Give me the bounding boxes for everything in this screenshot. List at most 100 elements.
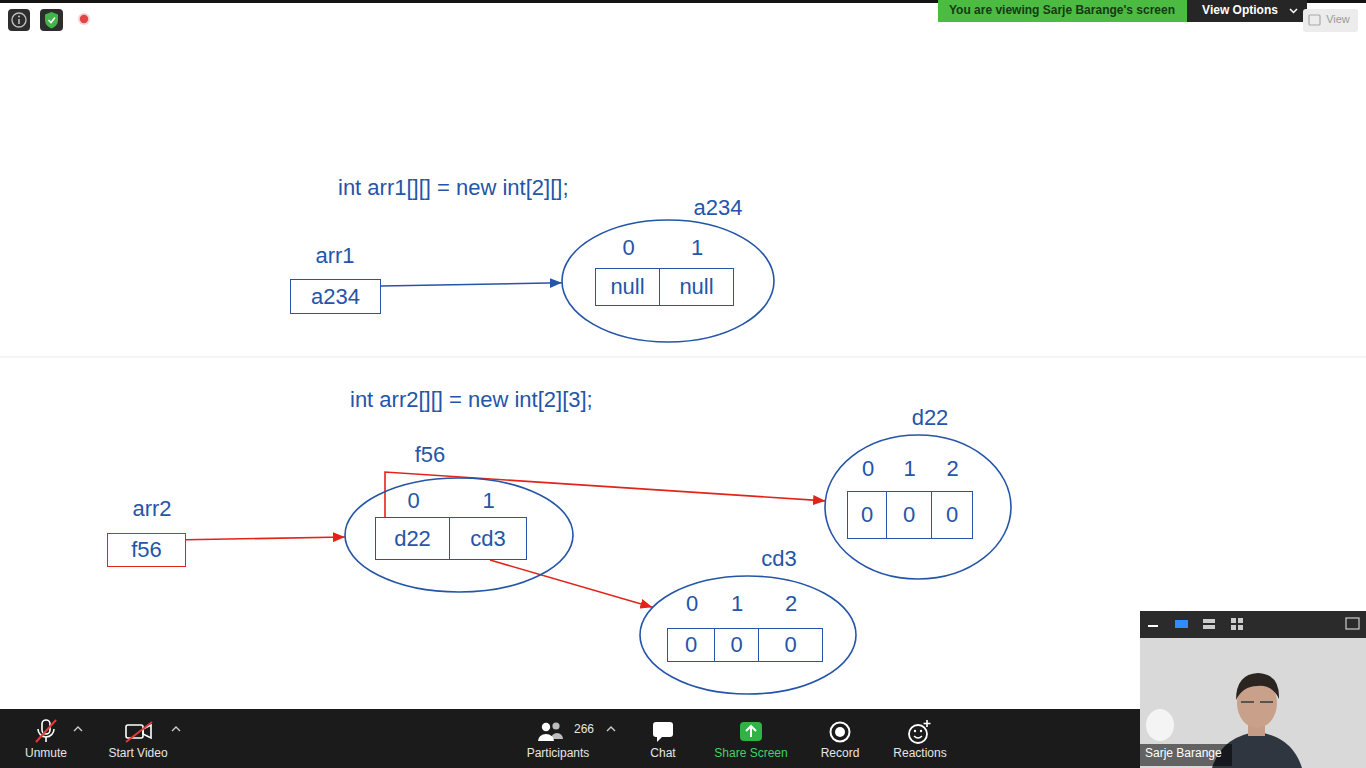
participants-icon-part <box>542 723 550 731</box>
chat-icon <box>653 722 673 742</box>
node-body: null <box>660 269 733 305</box>
address-label: d22 <box>912 405 949 430</box>
array-object: f56d220cd31 <box>344 477 574 593</box>
video-off-icon <box>126 722 180 742</box>
mic-muted-icon <box>36 720 82 742</box>
meeting-toolbar-part <box>0 709 1366 768</box>
info-icon-part <box>18 16 20 18</box>
array-cell: 00 <box>667 628 715 662</box>
video-panel-part <box>1146 709 1174 741</box>
array-object: a234null0null1 <box>561 219 775 343</box>
node-body <box>561 219 775 343</box>
count-badge: 266 <box>574 723 594 737</box>
reference-value: f56 <box>131 537 162 562</box>
code-line: int arr1[][] = new int[2][]; <box>338 175 569 200</box>
menu-button-label: View Options <box>1202 4 1278 18</box>
participants-icon-part <box>552 722 559 729</box>
index-number: 2 <box>785 591 797 616</box>
recording-dot <box>78 13 90 25</box>
index-number: 1 <box>903 456 915 481</box>
participants-icon-part <box>538 734 554 741</box>
array-cell: cd31 <box>450 517 527 560</box>
toolbar-label: Start Video <box>108 747 167 761</box>
video-off-icon-part <box>172 727 180 731</box>
ellipse-line <box>562 220 774 342</box>
node-body: 0 <box>668 629 714 661</box>
cell-value: 0 <box>685 632 697 657</box>
cell-value: 0 <box>903 502 915 527</box>
recording-dot-part <box>78 13 90 25</box>
toolbar-label: Unmute <box>25 747 67 761</box>
video-panel-part <box>1346 618 1359 629</box>
reactions-icon-part <box>914 730 916 732</box>
info-icon-part <box>18 19 20 24</box>
mic-muted-icon-part <box>74 727 82 731</box>
mic-muted-icon-part <box>36 720 56 742</box>
array-cell: 02 <box>932 491 973 539</box>
index-number: 0 <box>686 591 698 616</box>
view-button <box>1303 9 1358 32</box>
chat-icon-part <box>653 722 673 737</box>
info-icon <box>8 9 30 31</box>
video-panel-part <box>1203 619 1215 623</box>
record-icon-part <box>831 723 850 742</box>
video-panel-part <box>1238 625 1243 630</box>
security-shield-icon-part <box>49 18 56 23</box>
record-icon-part <box>835 727 845 737</box>
video-panel-part <box>1203 625 1215 629</box>
video-off-icon-part <box>126 722 152 742</box>
info-icon-part <box>12 13 26 27</box>
record-icon <box>831 723 850 742</box>
array-object: cd3000102 <box>639 575 857 695</box>
reference-value: a234 <box>311 284 360 309</box>
viewing-banner-part <box>1187 0 1307 22</box>
toolbar-label: Record <box>821 747 860 761</box>
participant-name: Sarje Barange <box>1145 747 1222 761</box>
reference-arrow <box>381 283 562 286</box>
reactions-icon-part <box>924 720 931 727</box>
node-body <box>344 477 574 593</box>
share-screen-icon <box>740 722 762 741</box>
cell-value: 0 <box>784 632 796 657</box>
share-screen-icon-part <box>746 726 756 737</box>
index-number: 0 <box>407 488 419 513</box>
ellipse-outline <box>824 434 1012 580</box>
banner-text: You are viewing Sarje Barange's screen <box>949 4 1175 18</box>
share-screen-icon-part <box>740 722 762 741</box>
array-cell: d220 <box>375 517 450 560</box>
cell-value: null <box>610 274 644 299</box>
meeting-toolbar <box>0 709 1366 768</box>
video-panel-part <box>1231 618 1236 623</box>
node-body: d22 <box>376 518 449 559</box>
toolbar-label: Chat <box>650 747 675 761</box>
variable-name: arr2 <box>132 496 171 521</box>
ellipse-line <box>345 478 573 592</box>
array-cell: null0 <box>595 268 660 306</box>
node-body: null <box>596 269 659 305</box>
index-number: 1 <box>482 488 494 513</box>
participants-icon-part <box>607 727 615 731</box>
security-shield-icon-part <box>40 9 63 31</box>
video-panel-part <box>1148 625 1158 627</box>
node-body: cd3 <box>450 518 526 559</box>
video-panel-part <box>1238 618 1243 623</box>
cell-value: 0 <box>861 502 873 527</box>
address-label: f56 <box>415 442 446 467</box>
security-shield-icon-part <box>45 12 58 29</box>
participants-icon <box>538 722 615 741</box>
node-body: a234 <box>291 280 380 313</box>
video-panel-part <box>1175 620 1188 628</box>
reactions-icon <box>909 720 931 743</box>
address-label: a234 <box>694 195 743 220</box>
recording-dot-part <box>80 15 88 23</box>
security-shield-icon <box>40 9 63 31</box>
array-cell: 02 <box>759 628 823 662</box>
video-panel-part <box>1140 638 1366 768</box>
node-body: 0 <box>932 492 972 538</box>
viewing-banner-part <box>1290 9 1297 13</box>
view-button-part <box>1309 15 1320 25</box>
reactions-icon-part <box>914 736 922 738</box>
panel-separator <box>0 356 1366 358</box>
index-number: 0 <box>622 235 634 260</box>
chat-icon-part <box>657 736 663 742</box>
